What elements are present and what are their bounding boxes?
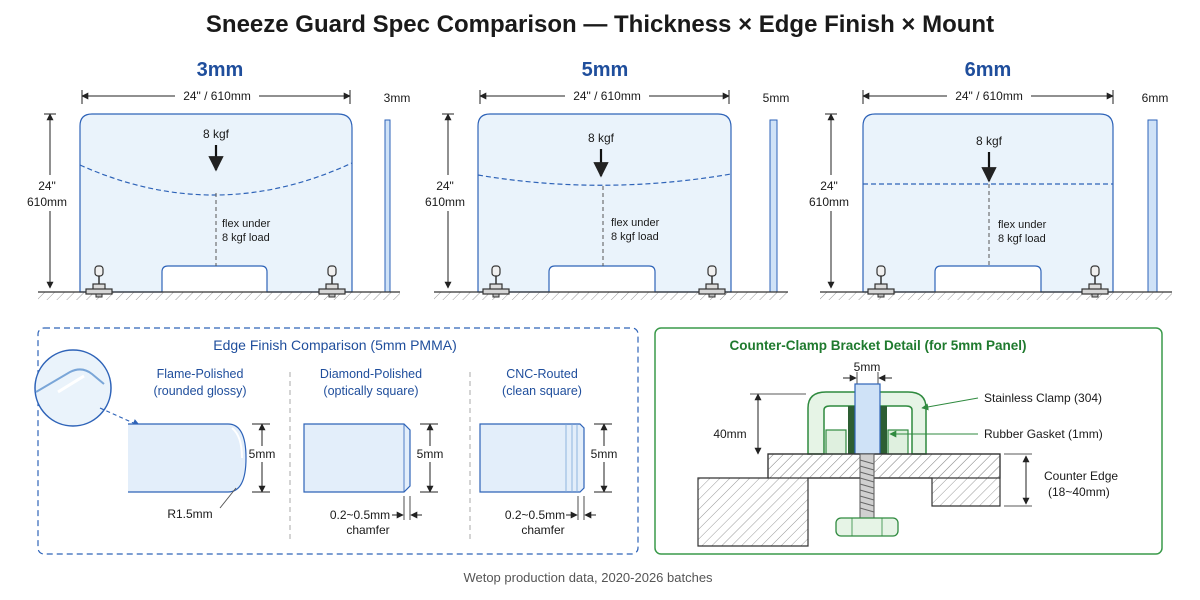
side-thickness-label: 5mm <box>763 91 790 105</box>
counter-surface <box>820 292 1172 300</box>
thickness-label: 3mm <box>197 59 244 81</box>
edge-note-flame: R1.5mm <box>167 507 212 521</box>
edge-section-frame <box>37 327 639 555</box>
width-label: 24" / 610mm <box>573 89 641 103</box>
counter-surface <box>38 292 400 300</box>
height-label-inch: 24" <box>820 179 838 193</box>
edge-finish-section: Edge Finish Comparison (5mm PMMA) Flame-… <box>34 327 639 555</box>
rubber-gasket-label: Rubber Gasket (1mm) <box>984 427 1103 441</box>
thickness-label: 5mm <box>582 59 629 81</box>
panel-5mm: 5mm 24" / 610mm 5mm 24" 610mm 8 kgf flex… <box>418 59 789 300</box>
edge-section-title: Edge Finish Comparison (5mm PMMA) <box>213 337 457 353</box>
edge-desc-diamond: (optically square) <box>323 384 418 398</box>
flex-label-2: 8 kgf load <box>222 232 270 244</box>
panel-3mm: 3mm 24" / 610mm 3mm 24" 610mm 8 kgf flex… <box>20 59 410 300</box>
clamp-panel-dim-label: 5mm <box>854 360 881 374</box>
clamp-section-title: Counter-Clamp Bracket Detail (for 5mm Pa… <box>729 338 1026 353</box>
side-thickness-label: 6mm <box>1142 91 1169 105</box>
edge-dim-cnc: 5mm <box>591 447 618 461</box>
edge-dim-flame: 5mm <box>249 447 276 461</box>
clamp-height-label: 40mm <box>713 427 746 441</box>
load-label: 8 kgf <box>203 127 230 141</box>
side-thickness-label: 3mm <box>384 91 411 105</box>
edge-profile-flame <box>128 423 247 493</box>
height-label-mm: 610mm <box>809 195 849 209</box>
stainless-clamp-label: Stainless Clamp (304) <box>984 391 1102 405</box>
magnifier-circle <box>34 349 112 427</box>
width-label: 24" / 610mm <box>183 89 251 103</box>
edge-desc-cnc: (clean square) <box>502 384 582 398</box>
edge-desc-flame: (rounded glossy) <box>153 384 246 398</box>
counter-surface <box>434 292 788 300</box>
height-label-mm: 610mm <box>27 195 67 209</box>
rubber-gasket-right <box>880 406 887 454</box>
flex-label-1: flex under <box>611 217 660 229</box>
footer-note: Wetop production data, 2020-2026 batches <box>463 570 713 585</box>
counter-edge-range: (18~40mm) <box>1048 485 1110 499</box>
edge-note2-cnc: chamfer <box>521 523 564 537</box>
side-view-panel <box>384 119 391 293</box>
flex-label-2: 8 kgf load <box>998 233 1046 245</box>
load-label: 8 kgf <box>588 131 615 145</box>
edge-profile-diamond <box>303 423 411 493</box>
height-label-inch: 24" <box>436 179 454 193</box>
height-label-mm: 610mm <box>425 195 465 209</box>
thickness-label: 6mm <box>965 59 1012 81</box>
edge-name-diamond: Diamond-Polished <box>320 367 422 381</box>
side-view-panel <box>769 119 778 293</box>
page-title: Sneeze Guard Spec Comparison — Thickness… <box>206 11 994 38</box>
clamp-detail-section: Counter-Clamp Bracket Detail (for 5mm Pa… <box>654 327 1163 555</box>
edge-dim-diamond: 5mm <box>417 447 444 461</box>
edge-name-cnc: CNC-Routed <box>506 367 578 381</box>
flex-label-1: flex under <box>222 218 271 230</box>
counter-edge-label: Counter Edge <box>1044 469 1118 483</box>
flex-label-2: 8 kgf load <box>611 231 659 243</box>
clamp-knob <box>835 517 899 537</box>
height-label-inch: 24" <box>38 179 56 193</box>
edge-name-flame: Flame-Polished <box>157 367 244 381</box>
width-label: 24" / 610mm <box>955 89 1023 103</box>
edge-note2-diamond: chamfer <box>346 523 389 537</box>
side-view-panel <box>1147 119 1158 293</box>
edge-note-cnc: 0.2~0.5mm <box>505 508 565 522</box>
edge-profile-cnc <box>479 423 585 493</box>
clamp-panel-section <box>854 383 881 455</box>
rubber-gasket-left <box>848 406 855 454</box>
panel-6mm: 6mm 24" / 610mm 6mm 24" 610mm 8 kgf flex… <box>801 59 1172 300</box>
clamp-section-frame <box>654 327 1163 555</box>
load-label: 8 kgf <box>976 134 1003 148</box>
edge-note-diamond: 0.2~0.5mm <box>330 508 390 522</box>
flex-label-1: flex under <box>998 219 1047 231</box>
